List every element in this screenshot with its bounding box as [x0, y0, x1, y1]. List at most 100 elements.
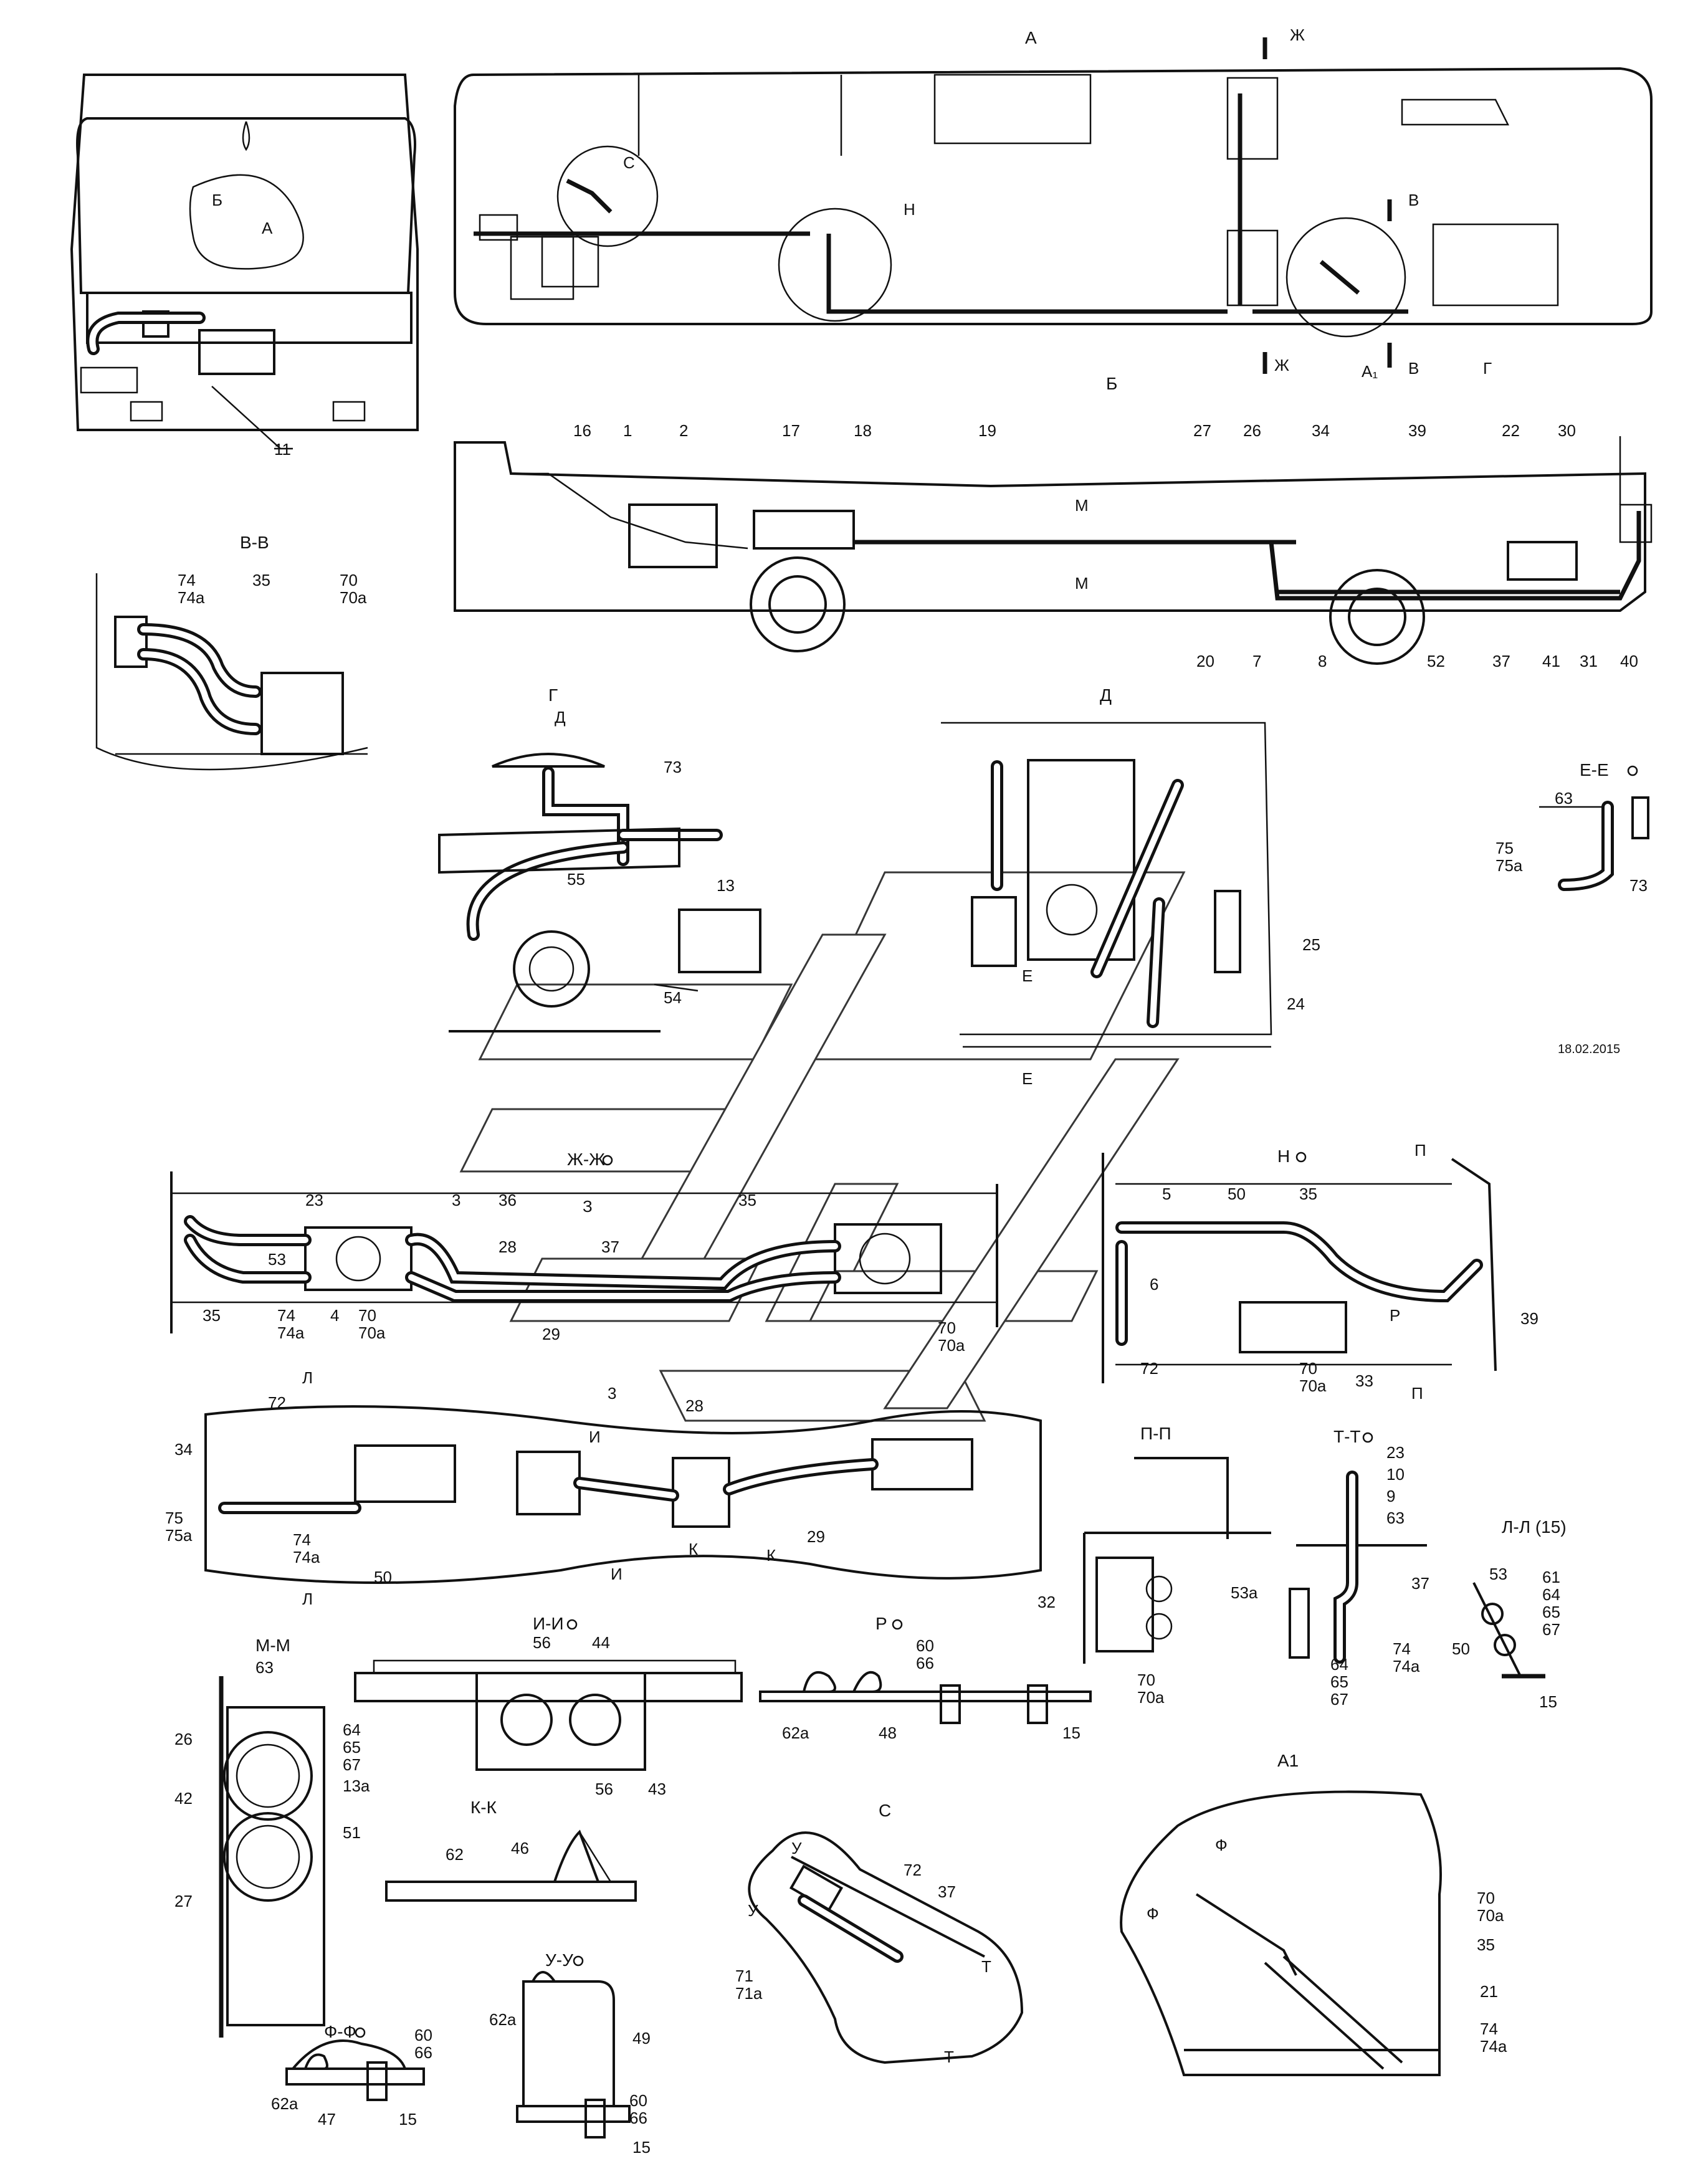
callout-label: 64 — [1330, 1655, 1348, 1674]
callout-label: 71 — [735, 1967, 753, 1985]
callout-label: 7 — [1252, 652, 1261, 670]
callout-label: 63 — [1555, 789, 1573, 808]
callout-label: 72 — [904, 1861, 922, 1879]
view-ee: Е-Е 63 75 75а 73 — [1495, 760, 1649, 895]
view-zhzh: Ж-Ж З 23 3 36 28 37 35 53 35 74 74а 4 70… — [170, 1150, 998, 1355]
view-b-side: Б — [454, 374, 1653, 665]
callout-label: 71а — [735, 1984, 763, 2003]
callout-label: 70 — [1137, 1671, 1155, 1689]
callout-label: 63 — [255, 1658, 274, 1677]
callout-label: 50 — [1228, 1185, 1246, 1203]
callout-label: 32 — [1038, 1593, 1056, 1611]
callout-label: 74а — [1480, 2037, 1507, 2056]
section-letter: Г — [1483, 359, 1492, 378]
callout-label: 27 — [174, 1892, 193, 1910]
section-letter: Л — [302, 1368, 313, 1387]
callout-label: 30 — [1558, 421, 1576, 440]
view-title: А1 — [1277, 1751, 1299, 1770]
callout-label: 62а — [271, 2094, 298, 2113]
callout-label: 62а — [782, 1724, 809, 1742]
callout-label: 2 — [679, 421, 688, 440]
section-letter: Р — [1390, 1306, 1400, 1325]
callout-label: 5 — [1162, 1185, 1171, 1203]
view-title: Ж-Ж — [567, 1150, 605, 1169]
callout-label: 73 — [1629, 876, 1648, 895]
callout-label: 39 — [1408, 421, 1426, 440]
callout-label: 50 — [1452, 1639, 1470, 1658]
callout-label: 27 — [1193, 421, 1211, 440]
view-title: Е-Е — [1580, 760, 1609, 780]
view-title: И-И — [533, 1614, 564, 1633]
callout-label: 70 — [1477, 1889, 1495, 1907]
view-plan-section: 72 34 75 75а 74 74а 50 28 29 3 Л Л И И К… — [165, 1368, 1042, 1608]
callout-label: 74а — [1393, 1657, 1420, 1676]
callout-label: 20 — [1196, 652, 1214, 670]
section-letter: У — [791, 1839, 802, 1857]
callout-label: 24 — [1287, 994, 1305, 1013]
callout-label: 70а — [358, 1323, 386, 1342]
callout-label: 67 — [343, 1755, 361, 1774]
section-letter: Е — [1022, 1069, 1033, 1088]
callout-label: 62а — [489, 2010, 517, 2029]
section-letter: К — [766, 1546, 776, 1565]
callout-label: 74а — [277, 1323, 305, 1342]
callout-label: 15 — [1539, 1692, 1557, 1711]
callout-label: 3 — [608, 1384, 616, 1403]
callout-label: 53 — [268, 1250, 286, 1269]
callout-label: 23 — [305, 1191, 323, 1209]
section-letter: М — [1075, 496, 1089, 515]
section-letter: Ж — [1290, 26, 1305, 44]
callout-label: 25 — [1302, 935, 1320, 954]
callout-label: 23 — [1386, 1443, 1405, 1462]
callout-label: 60 — [916, 1636, 934, 1655]
callout-label: 26 — [174, 1730, 193, 1748]
view-title: А — [1025, 28, 1037, 47]
callout-label: 28 — [685, 1396, 704, 1415]
view-pp: П-П 32 53а 70 70а — [1038, 1424, 1271, 1707]
callout-label: 21 — [1480, 1982, 1498, 2001]
section-letter: Т — [944, 2048, 954, 2066]
callout-label: 3 — [452, 1191, 460, 1209]
section-letter: П — [1414, 1141, 1426, 1160]
section-letter: Д — [555, 708, 566, 727]
callout-label: 63 — [1386, 1509, 1405, 1527]
view-d: Д 25 24 Е Е 18.02.2015 — [941, 685, 1620, 1088]
callout-label: 34 — [1312, 421, 1330, 440]
section-letter: В — [1408, 191, 1419, 209]
callout-label: 70 — [1299, 1359, 1317, 1378]
callout-label: 35 — [252, 571, 270, 589]
callout-label: 75 — [1495, 839, 1514, 857]
callout-label: 60 — [414, 2026, 432, 2044]
callout-label: 72 — [268, 1393, 286, 1412]
view-mm: М-М 63 26 64 65 67 13а 42 51 27 — [174, 1636, 370, 2038]
callout-label: 40 — [1620, 652, 1638, 670]
section-letter: Ж — [1274, 356, 1289, 374]
callout-label: 22 — [1502, 421, 1520, 440]
callout-label: 70 — [358, 1306, 376, 1325]
view-n: Н 5 50 35 6 72 70 70а 33 39 П П Р — [1102, 1141, 1538, 1403]
callout-label: 72 — [1140, 1359, 1158, 1378]
callout-label: 13 — [717, 876, 735, 895]
callout-label: 1 — [623, 421, 632, 440]
view-a-plan: А С Н А₁ Ж Ж В В Г — [454, 26, 1653, 381]
callout-label: 55 — [567, 870, 585, 889]
callout-label: 66 — [414, 2043, 432, 2062]
watermark-logo — [459, 871, 1186, 1422]
view-title: Т-Т — [1333, 1427, 1361, 1446]
callout-label: 35 — [738, 1191, 756, 1209]
section-letter: В — [1408, 359, 1419, 378]
callout-label: 74 — [1480, 2019, 1498, 2038]
callout-label: 75а — [165, 1526, 193, 1545]
callout-label: 29 — [807, 1527, 825, 1546]
view-tt: Т-Т 23 10 9 63 37 74 74а 64 65 67 — [1289, 1427, 1429, 1709]
section-letter: И — [611, 1565, 623, 1583]
callout-label: 64 — [1542, 1585, 1560, 1604]
view-title: П-П — [1140, 1424, 1171, 1443]
callout-label: 70а — [1137, 1688, 1165, 1707]
view-g: Г Д 73 55 13 54 — [438, 685, 761, 1032]
callout-label: 65 — [1542, 1603, 1560, 1621]
callout-label: 11 — [274, 440, 291, 459]
view-title: Д — [1100, 685, 1112, 705]
callout-label: 74а — [178, 588, 205, 607]
